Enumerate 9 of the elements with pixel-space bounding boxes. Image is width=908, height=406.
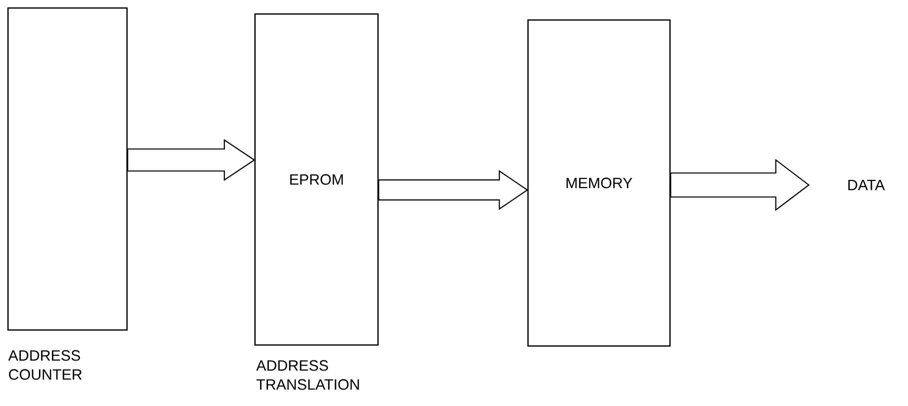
output-label: DATA [848,180,885,190]
block-box [7,7,128,331]
bus-arrow [127,138,256,182]
block-box: EPROM [254,13,379,346]
caption-text: ADDRESS TRANSLATION [256,360,359,390]
bus-arrow [670,158,810,212]
bus-arrow [378,170,528,210]
caption-text: ADDRESS COUNTER [8,350,82,380]
block-box: MEMORY [527,19,671,347]
